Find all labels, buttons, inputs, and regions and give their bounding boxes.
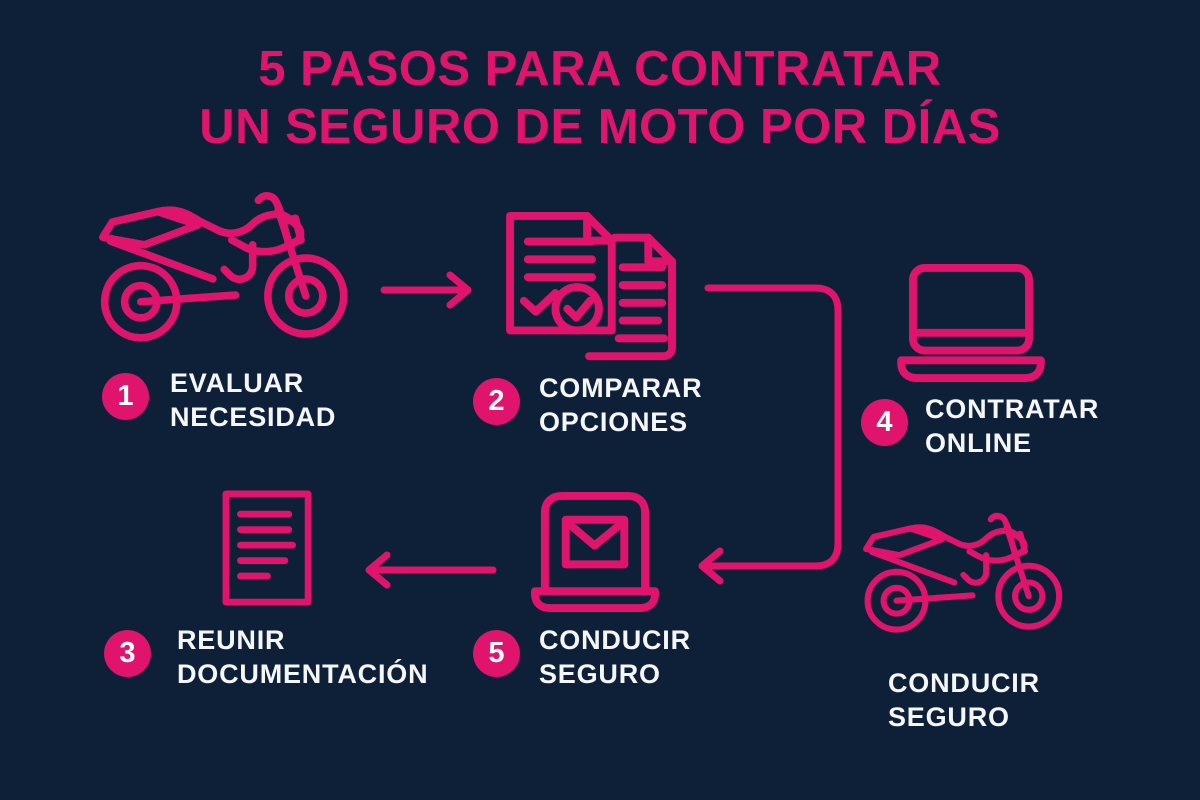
motorcycle-icon [863, 512, 1063, 633]
document-icon [222, 490, 312, 606]
compare-documents-icon [506, 211, 676, 361]
step-1-number: 1 [117, 380, 134, 412]
step-2-number: 2 [488, 385, 505, 417]
step-3-number: 3 [119, 637, 136, 669]
step-1-badge: 1 [102, 373, 149, 420]
motorcycle-icon [99, 192, 348, 342]
footer-caption: CONDUCIR SEGURO [888, 668, 1040, 732]
arrow-right-icon [380, 271, 472, 309]
step-5-label: CONDUCIR SEGURO [539, 625, 691, 689]
elbow-arrow-step2-to-step5 [698, 284, 842, 585]
step-5-number: 5 [488, 637, 505, 669]
page-title: 5 PASOS PARA CONTRATAR UN SEGURO DE MOTO… [0, 40, 1200, 156]
step-4-number: 4 [876, 406, 893, 438]
page-title-line1: 5 PASOS PARA CONTRATAR [258, 42, 942, 96]
step-3-label: REUNIR DOCUMENTACIÓN [177, 625, 429, 689]
laptop-icon [897, 263, 1045, 382]
laptop-mail-icon [531, 491, 659, 613]
step-2-badge: 2 [473, 378, 520, 425]
step-5-badge: 5 [473, 630, 520, 677]
step-1-label: EVALUAR NECESIDAD [170, 368, 337, 432]
step-3-badge: 3 [104, 630, 151, 677]
step-4-label: CONTRATAR ONLINE [925, 394, 1100, 458]
arrow-left-icon [365, 551, 497, 589]
step-4-badge: 4 [861, 399, 908, 446]
page-title-line2: UN SEGURO DE MOTO POR DÍAS [199, 100, 1001, 154]
step-2-label: COMPARAR OPCIONES [539, 373, 703, 437]
